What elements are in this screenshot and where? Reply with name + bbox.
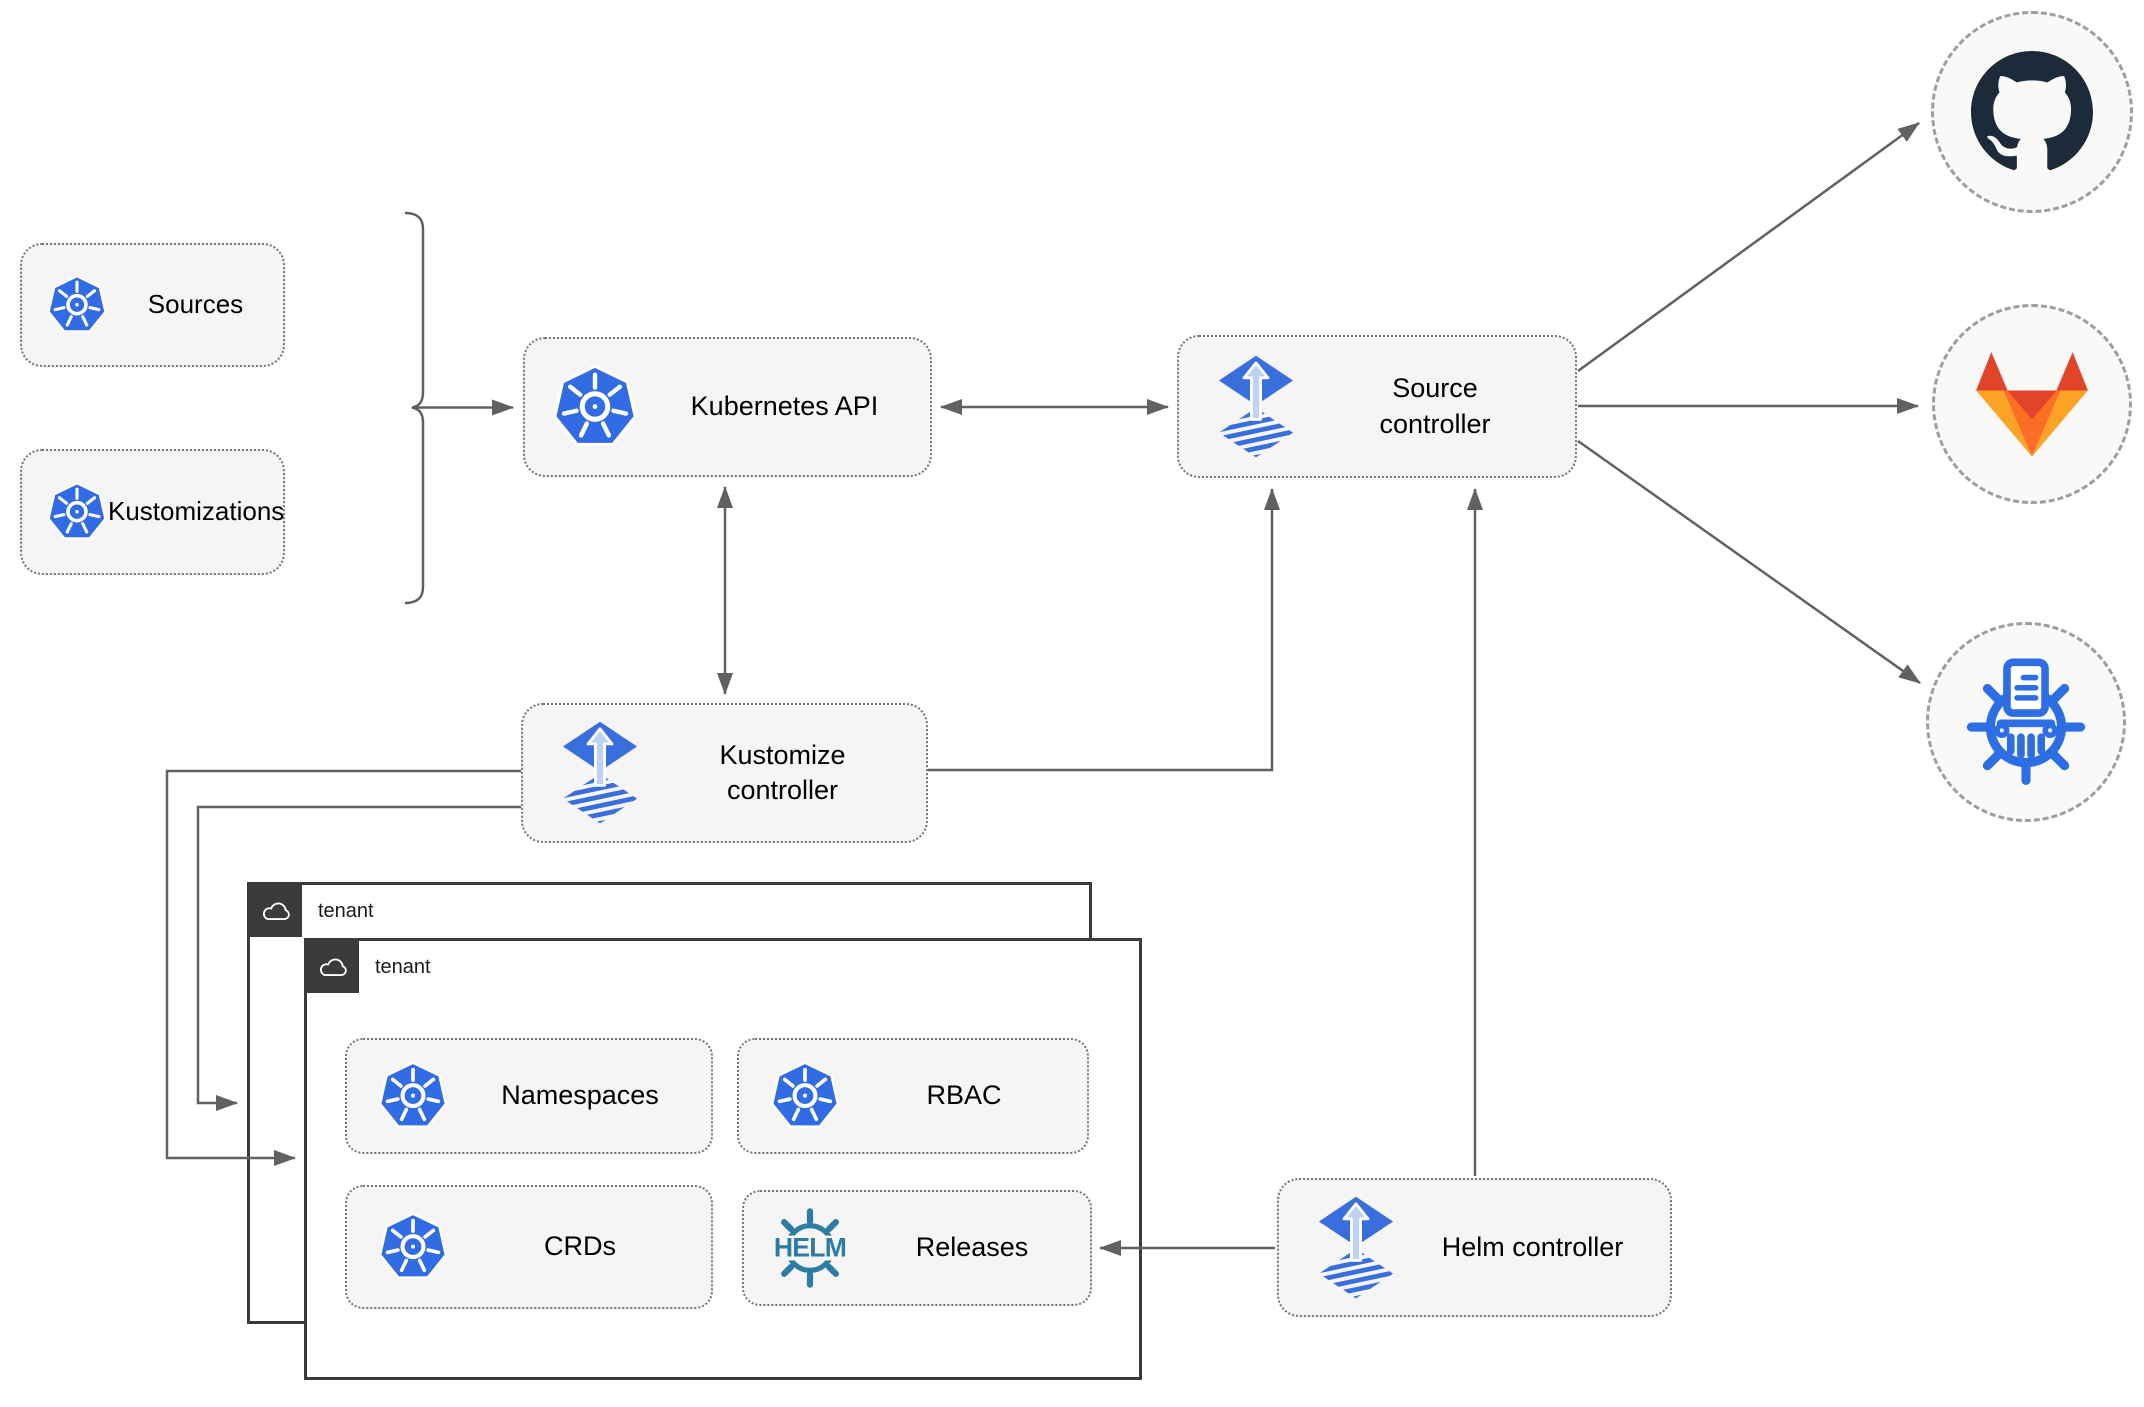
edge-bracket (404, 211, 425, 605)
flux-logo (562, 721, 638, 824)
gitlab-tanuki (1976, 352, 2088, 457)
node-releases: HELM Releases (742, 1190, 1092, 1306)
endpoint-chartmuseum (1926, 622, 2126, 822)
kubernetes-icon (551, 363, 639, 451)
kubernetes-icon (46, 274, 108, 336)
kubernetes-icon (377, 1060, 449, 1132)
kubernetes-icon (769, 1060, 841, 1132)
cloud-glyph (263, 902, 290, 920)
cloud-icon (250, 885, 302, 937)
flux-logo (1218, 355, 1294, 457)
node-label: Source controller (1379, 373, 1491, 439)
kubernetes-logo (770, 1061, 840, 1128)
node-kubernetes-api: Kubernetes API (523, 337, 932, 477)
chartmuseum-logo (1966, 658, 2086, 785)
kubernetes-logo (378, 1061, 448, 1128)
edge-source-to-github (1577, 121, 1920, 373)
node-source-controller: Source controller (1177, 335, 1577, 478)
cloud-glyph (320, 958, 347, 976)
edge-source-to-chartmuseum (1577, 439, 1921, 685)
github-octocat (1971, 51, 2093, 170)
node-label: Releases (915, 1232, 1029, 1263)
node-label: Namespaces (501, 1080, 659, 1111)
node-label: Kustomizations (108, 496, 285, 527)
kubernetes-icon (377, 1211, 449, 1283)
tenant-window-front: tenant (304, 938, 1142, 1380)
node-namespaces: Namespaces (345, 1038, 713, 1154)
node-kustomize-controller: Kustomize controller (521, 703, 928, 843)
tenant-window-title: tenant (318, 900, 374, 922)
tenant-window-title: tenant (375, 956, 431, 978)
node-label: Sources (147, 289, 244, 320)
node-crds: CRDs (345, 1185, 713, 1309)
kubernetes-logo (553, 364, 637, 446)
chartmuseum-icon (1960, 656, 2092, 788)
helm-logo-text: HELM (774, 1232, 846, 1262)
node-label: Kubernetes API (690, 391, 879, 422)
node-label: CRDs (544, 1231, 616, 1262)
kubernetes-logo (47, 482, 107, 540)
flux-icon (561, 720, 639, 826)
flux-icon (1217, 354, 1295, 460)
node-sources: Sources (20, 243, 285, 367)
kubernetes-logo (378, 1212, 448, 1279)
helm-icon: HELM (766, 1204, 854, 1292)
node-helm-controller: Helm controller (1277, 1178, 1672, 1317)
node-label: Helm controller (1441, 1231, 1624, 1262)
edge-kustomize-to-source-controller (928, 488, 1280, 772)
cloud-icon (307, 941, 359, 993)
node-rbac: RBAC (737, 1038, 1089, 1154)
flux-logo (1318, 1196, 1394, 1298)
kubernetes-icon (46, 481, 108, 543)
helm-logo: HELM (766, 1208, 854, 1288)
endpoint-github (1931, 11, 2133, 213)
node-label: Kustomize controller (719, 739, 846, 805)
node-label: RBAC (926, 1080, 1002, 1111)
endpoint-gitlab (1932, 304, 2132, 504)
node-kustomizations: Kustomizations (20, 449, 285, 575)
gitlab-icon (1971, 348, 2093, 460)
flux-icon (1317, 1195, 1395, 1301)
kubernetes-logo (47, 275, 107, 333)
github-icon (1971, 51, 2093, 173)
